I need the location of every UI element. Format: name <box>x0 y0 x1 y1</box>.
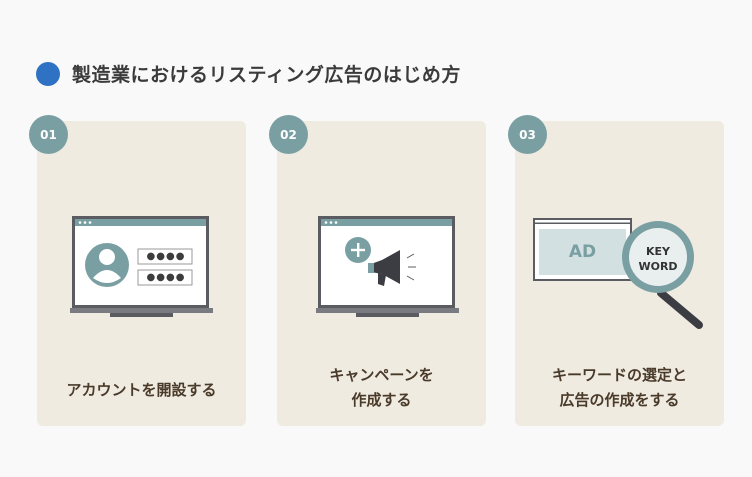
keyword-line: KEY <box>645 245 670 258</box>
step-label-line: アカウントを開設する <box>66 381 217 399</box>
step-label-line: キャンペーンを <box>329 366 434 384</box>
step-card-2: キャンペーンを 作成する <box>277 121 486 426</box>
step-number-badge-1: 01 <box>29 115 68 154</box>
laptop-megaphone-icon <box>316 216 459 317</box>
step-card-3: AD KEY WORD キーワードの選定と 広告の作成をする <box>515 121 724 426</box>
section-heading: 製造業におけるリスティング広告のはじめ方 <box>36 60 461 87</box>
heading-bullet-icon <box>36 61 60 86</box>
ad-text: AD <box>568 242 597 262</box>
step-label-line: 作成する <box>351 391 412 409</box>
keyword-line: WORD <box>638 260 678 273</box>
step-label-line: キーワードの選定と <box>551 366 687 384</box>
step-label-3: キーワードの選定と 広告の作成をする <box>515 363 724 413</box>
ad-keyword-magnifier-icon <box>533 218 703 329</box>
laptop-login-icon <box>70 216 213 317</box>
password-mask-1: ●●●● <box>146 251 186 262</box>
password-mask-2: ●●●● <box>146 272 186 283</box>
step-card-1: ●●●● ●●●● アカウントを開設する <box>37 121 246 426</box>
step-label-1: アカウントを開設する <box>37 378 246 403</box>
step-number-badge-2: 02 <box>269 115 308 154</box>
step-label-line: 広告の作成をする <box>559 391 680 409</box>
step-number-badge-3: 03 <box>508 115 547 154</box>
step-label-2: キャンペーンを 作成する <box>277 363 486 413</box>
section-title: 製造業におけるリスティング広告のはじめ方 <box>72 64 461 86</box>
keyword-text: KEY WORD <box>628 244 688 274</box>
